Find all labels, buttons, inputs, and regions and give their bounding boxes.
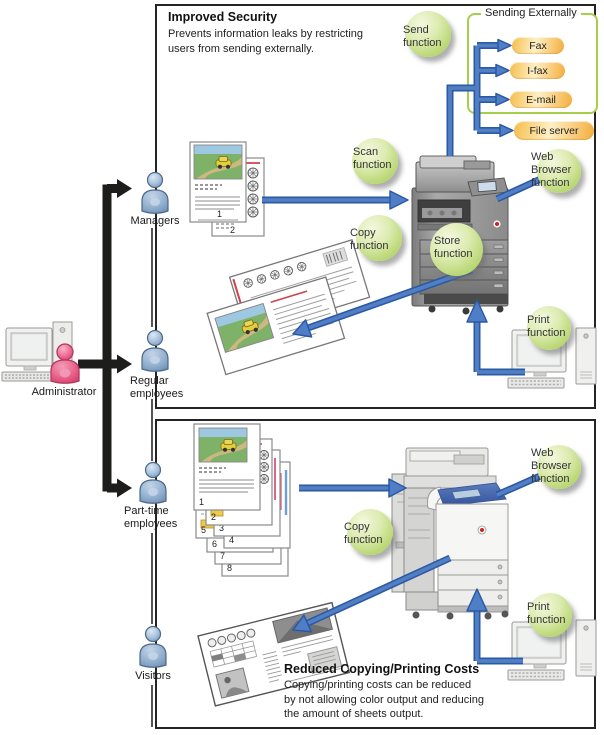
color-copy-output	[206, 238, 371, 376]
fileserver-arrow-head	[499, 123, 514, 138]
print-arrow-head-bottom	[466, 588, 488, 612]
svg-text:1: 1	[217, 209, 222, 219]
part-time-employees-label: Part-time employees	[124, 505, 178, 530]
copy-output-arrow-head-top	[292, 319, 313, 338]
print-function-label-top: Print function	[527, 314, 566, 339]
svg-text:2: 2	[211, 512, 216, 522]
web-browser-function-bubble-top	[537, 149, 581, 193]
stack-page-1: 1	[193, 423, 261, 511]
scan-arrow-head	[389, 190, 409, 210]
regular-employees-user-icon	[141, 329, 169, 372]
email-pill: E-mail	[510, 91, 572, 108]
mono-copy-output	[197, 601, 351, 707]
fax-arrow-head	[497, 38, 512, 53]
print-arrow-head-top	[466, 299, 488, 323]
svg-text:1: 1	[199, 497, 204, 507]
improved-security-description: Prevents information leaks by restrictin…	[168, 28, 364, 55]
print-function-bubble-top	[527, 306, 571, 350]
part-time-employees-user-icon	[139, 461, 167, 504]
svg-text:7: 7	[220, 551, 225, 561]
svg-text:6: 6	[212, 539, 217, 549]
regular-employees-label: Regular employees	[130, 375, 184, 400]
store-function-label: Store function	[434, 235, 473, 260]
bottom-copier-illustration	[391, 447, 509, 620]
svg-text:4: 4	[229, 535, 234, 545]
store-function-bubble	[430, 223, 483, 276]
copy-function-bubble-top	[356, 215, 402, 261]
reduced-costs-description: Copying/printing costs can be reduced by…	[284, 679, 484, 721]
print-function-label-bottom: Print function	[527, 601, 566, 626]
managers-user-icon	[141, 171, 169, 214]
web-browser-function-bubble-bottom	[537, 445, 581, 489]
flow-arrows	[262, 38, 558, 665]
document-page-1: 1	[189, 141, 247, 223]
svg-text:5: 5	[201, 525, 206, 535]
visitors-label: Visitors	[135, 670, 171, 682]
svg-text:2: 2	[230, 225, 235, 235]
fax-pill: Fax	[512, 37, 564, 54]
send-function-label: Send function	[403, 24, 442, 49]
administrator-icon	[1, 321, 80, 384]
fileserver-pill: File server	[514, 121, 594, 140]
copy-function-bubble-bottom	[347, 509, 393, 555]
administrator-label: Administrator	[31, 386, 97, 398]
administrator-control-lines	[78, 179, 132, 498]
copy-output-arrow-head-bottom	[292, 614, 313, 633]
svg-text:3: 3	[219, 523, 224, 533]
improved-security-title: Improved Security	[168, 10, 278, 24]
managers-label: Managers	[130, 215, 180, 227]
copy-input-arrow-head	[388, 478, 407, 498]
visitors-user-icon	[139, 625, 167, 668]
print-function-bubble-bottom	[528, 593, 572, 637]
web-browser-function-label-bottom: Web Browser function	[531, 447, 572, 485]
ifax-pill: I-fax	[510, 62, 565, 79]
scan-function-bubble	[352, 138, 398, 184]
reduced-costs-title: Reduced Copying/Printing Costs	[284, 662, 480, 676]
web-browser-function-label-top: Web Browser function	[531, 151, 572, 189]
sending-externally-title: Sending Externally	[481, 7, 581, 19]
part-time-documents-stack: 8 7 6 5	[193, 423, 291, 577]
send-function-bubble	[405, 11, 451, 57]
scan-function-label: Scan function	[353, 146, 392, 171]
email-arrow-head	[495, 92, 510, 107]
ifax-arrow-head	[495, 63, 510, 78]
copy-function-label-bottom: Copy function	[344, 521, 383, 546]
copy-function-label-top: Copy function	[350, 227, 389, 252]
managers-documents: 2 1	[189, 141, 265, 237]
svg-text:8: 8	[227, 563, 232, 573]
